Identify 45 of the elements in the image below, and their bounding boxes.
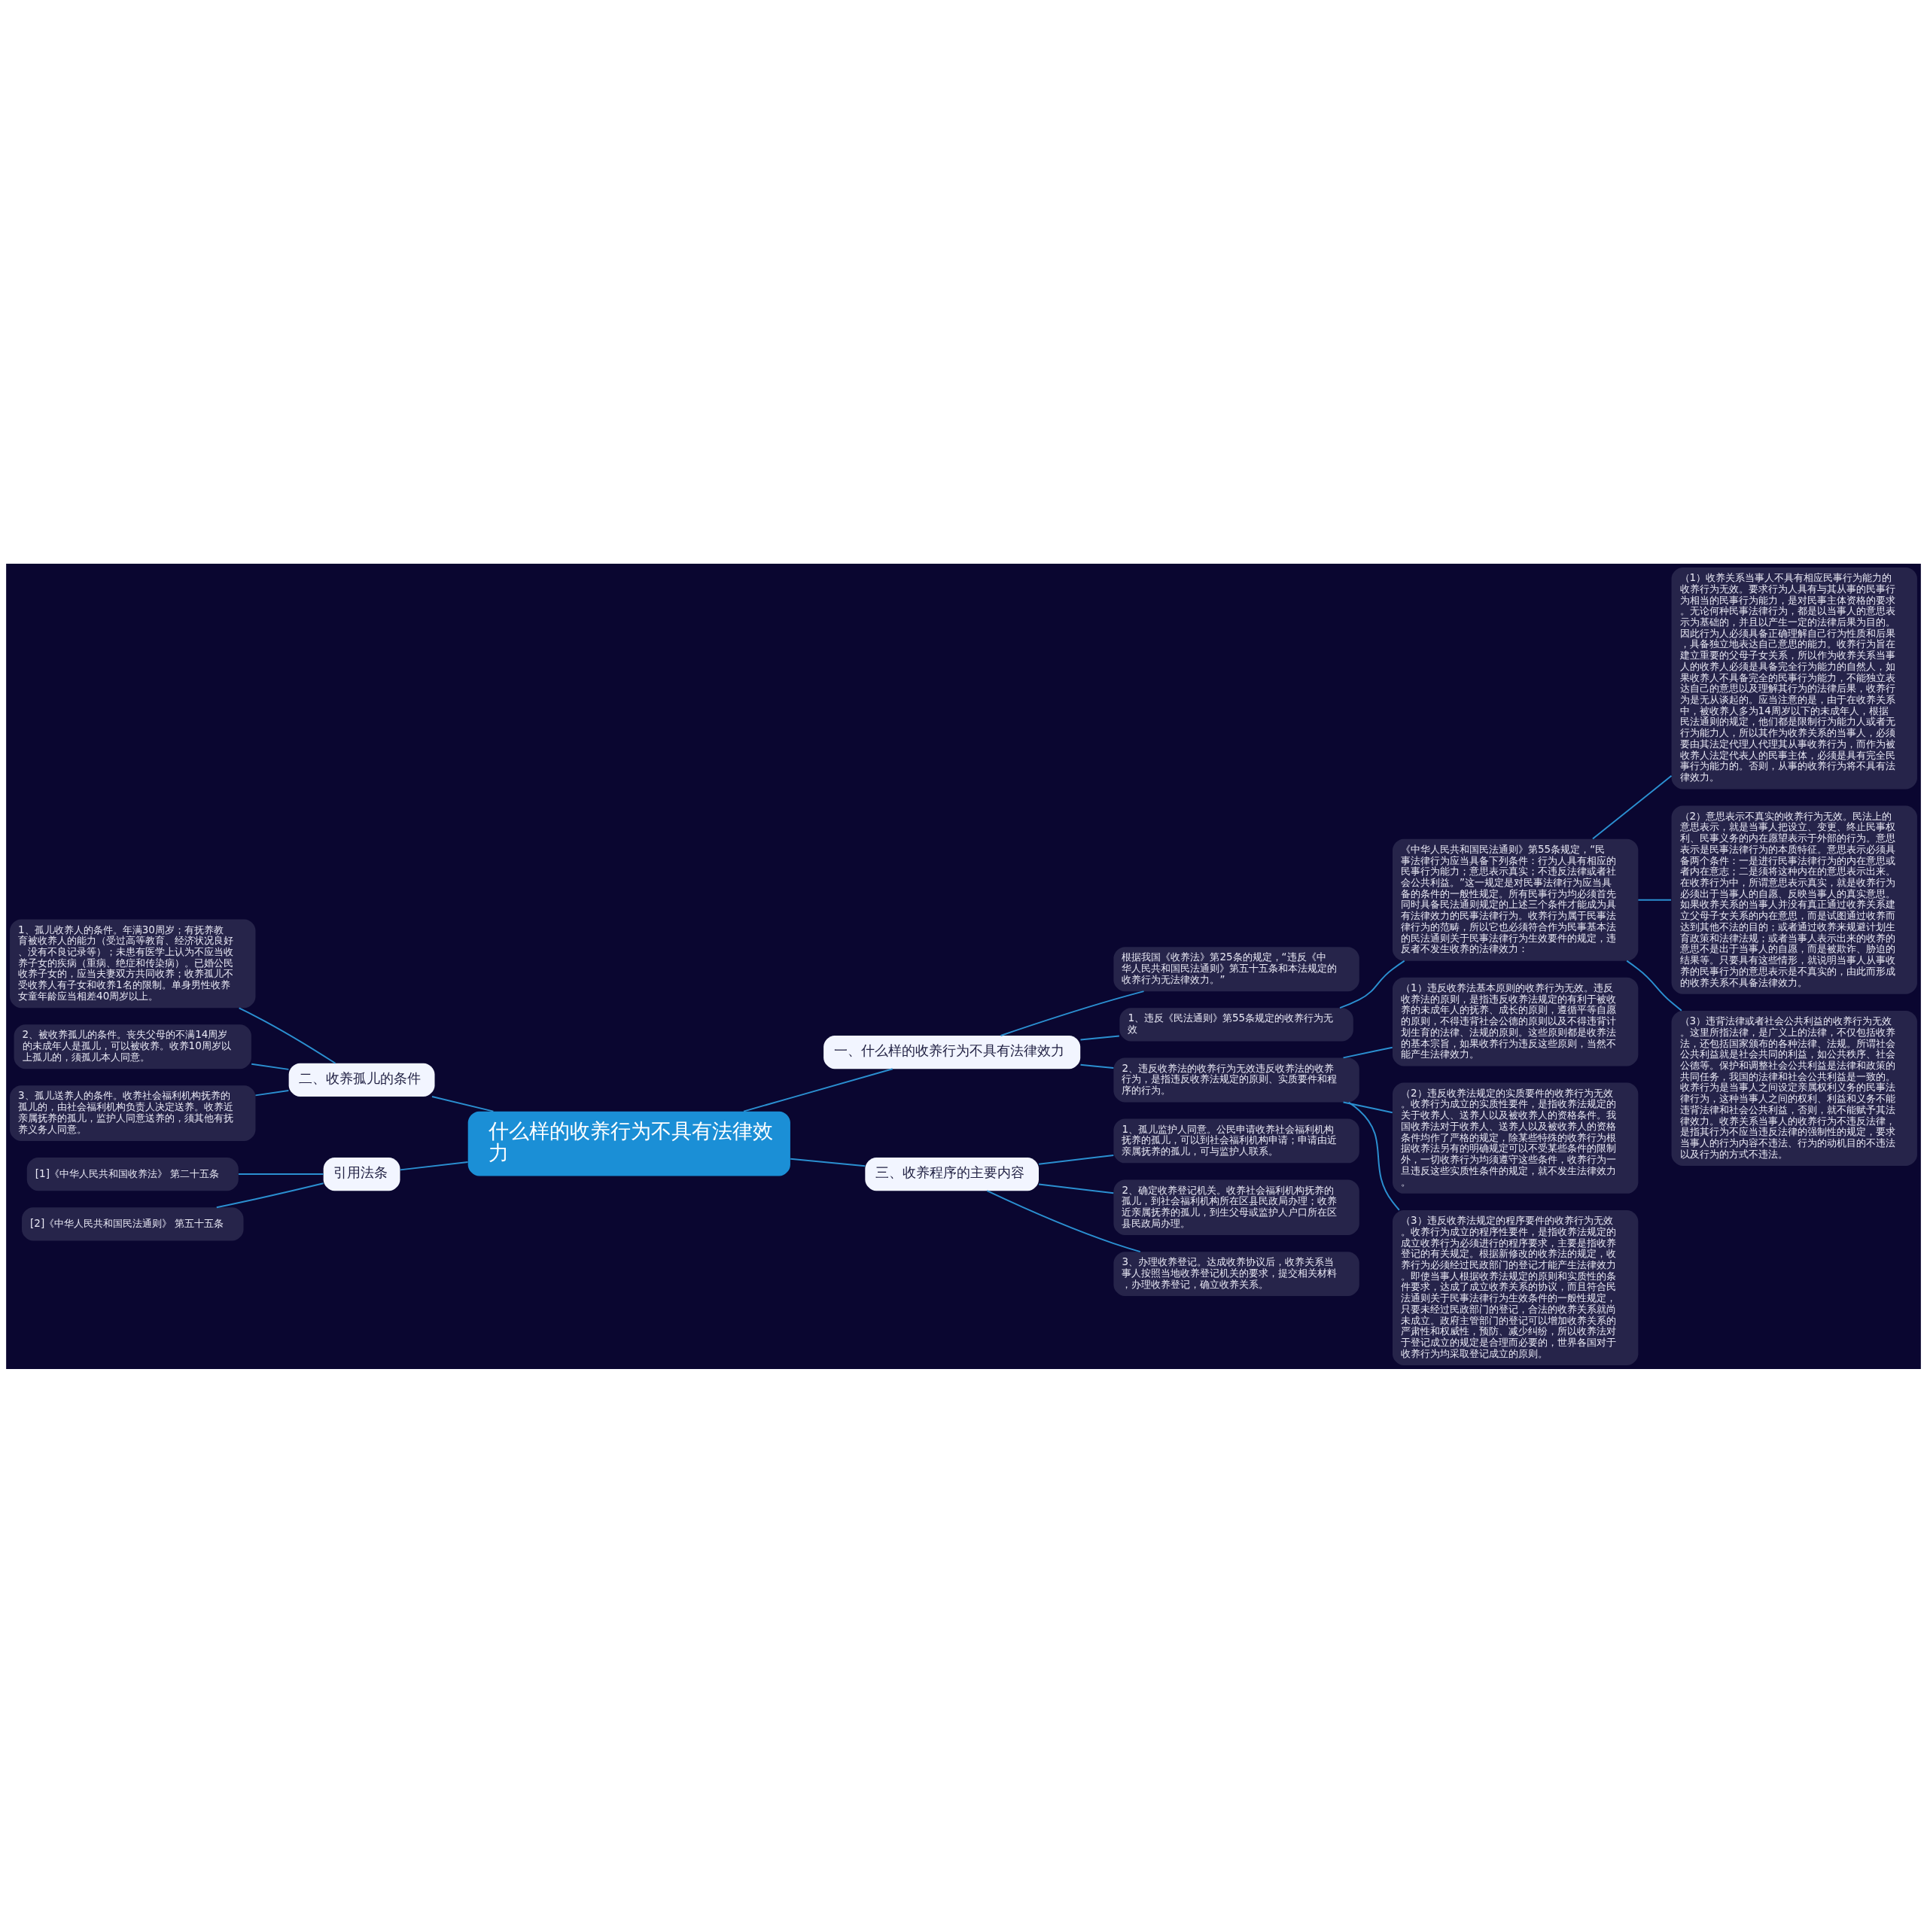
connector: [986, 1189, 1141, 1252]
connector: [1339, 960, 1405, 1009]
node-box: 什么样的收养行为不具有法律效力: [467, 1111, 790, 1176]
connector: [1637, 899, 1672, 901]
connector: [399, 1161, 469, 1170]
connector: [254, 1089, 290, 1096]
node-box: 《中华人民共和国民法通则》第55条规定，“民事法律行为应当具备下列条件：行为人具有相应的民事行为能力；意思表示真实；不违反法律或者社会公共利益。”这一规定是对民事法律行为应当具备的条件的一般性规定。所有民事行为均必须首先同时具备民法通则规定的上述三个条件才能成为具有法律效力的民事法律行为。收养行为属于民事法律行为的范畴，所以它也必须符合作为民事基本法的民法通则关于民事法律行为生效要件的规定，违反者不发生收养的法律效力：: [1392, 838, 1639, 961]
node-box: 1、孤儿收养人的条件。年满30周岁；有抚养教育被收养人的能力（受过高等教育、经济状况良好、没有不良记录等）；未患有医学上认为不应当收养子女的疾病（重病、绝症和传染病）。已婚公民收养子女的，应当夫妻双方共同收养；收养孤儿不受收养人有子女和收养1名的限制。单身男性收养女童年龄应当相差40周岁以上。: [10, 918, 256, 1008]
node-box: 2、确定收养登记机关。收养社会福利机构抚养的孤儿，到社会福利机构所在区县民政局办理；收养近亲属抚养的孤儿，到生父母或监护人户口所在区县民政局办理。: [1113, 1179, 1359, 1235]
node-box: 1、孤儿监护人同意。公民申请收养社会福利机构抚养的孤儿，可以到社会福利机构申请；申请由近亲属抚养的孤儿，可与监护人联系。: [1113, 1118, 1359, 1163]
node-box: 2、被收养孤儿的条件。丧失父母的不满14周岁的未成年人是孤儿，可以被收养。收养10周岁以上孤儿的，须孤儿本人同意。: [14, 1024, 251, 1069]
connector: [1079, 1035, 1120, 1040]
connector: [1592, 774, 1673, 839]
node-box: （1）违反收养法基本原则的收养行为无效。违反收养法的原则，是指违反收养法规定的有利于被收养的未成年人的抚养、成长的原则，遵循平等自愿的原则，不得违背社会公德的原则以及不得违背计划生育的法律、法规的原则。这些原则都是收养法的基本宗旨，如果收养行为违反这些原则，当然不能产生法律效力。: [1392, 977, 1639, 1066]
node-box: [1]《中华人民共和国收养法》 第二十五条: [26, 1157, 239, 1191]
node-box: 3、办理收养登记。达成收养协议后，收养关系当事人按照当地收养登记机关的要求，提交相关材料，办理收养登记，确立收养关系。: [1113, 1251, 1359, 1296]
connector: [1079, 1063, 1115, 1069]
connector: [237, 1173, 324, 1175]
node-box: 引用法条: [323, 1157, 400, 1191]
connector: [1342, 1046, 1393, 1058]
node-box: [2]《中华人民共和国民法通则》 第五十五条: [22, 1206, 244, 1240]
node-box: 3、孤儿送养人的条件。收养社会福利机构抚养的孤儿的，由社会福利机构负责人决定送养。收养近亲属抚养的孤儿，监护人同意送养的，须其他有抚养义务人同意。: [10, 1085, 256, 1141]
connector: [215, 1182, 324, 1208]
node-box: 三、收养程序的主要内容: [865, 1157, 1039, 1191]
node-box: （2）违反收养法规定的实质要件的收养行为无效。收养行为成立的实质性要件，是指收养法规定的关于收养人、送养人以及被收养人的资格条件。我国收养法对于收养人、送养人以及被收养人的资格条件均作了严格的规定，除某些特殊的收养行为根据收养法另有的明确规定可以不受某些条件的限制外，一切收养行为均须遵守这些条件，收养行为一旦违反这些实质性条件的规定，就不发生法律效力。: [1392, 1082, 1639, 1194]
node-box: （3）违背法律或者社会公共利益的收养行为无效。这里所指法律，是广义上的法律，不仅包括收养法，还包括国家颁布的各种法律、法规。所谓社会公共利益就是社会共同的利益，如公共秩序、社会公德等。保护和调整社会公共利益是法律和政策的共同任务，我国的法律和社会公共利益是一致的。收养行为是当事人之间设定亲属权利义务的民事法律行为，这种当事人之间的权利、利益和义务不能违背法律和社会公共利益，否则，就不能赋予其法律效力。收养关系当事人的收养行为不违反法律，是指其行为不应当违反法律的强制性的规定，要求当事人的行为内容不违法、行为的动机目的不违法以及行为的方式不违法。: [1671, 1010, 1917, 1166]
connector: [743, 1067, 893, 1112]
connector: [1347, 1101, 1400, 1211]
connector: [1038, 1183, 1115, 1194]
connector: [238, 1006, 336, 1064]
node-box: 二、收养孤儿的条件: [288, 1063, 435, 1097]
connector: [1626, 960, 1682, 1012]
node-box: 2、违反收养法的收养行为无效违反收养法的收养行为，是指违反收养法规定的原则、实质要件和程序的行为。: [1113, 1057, 1359, 1102]
node-box: （2）意思表示不真实的收养行为无效。民法上的意思表示，就是当事人把设立、变更、终止民事权利、民事义务的内在愿望表示于外部的行为。意思表示是民事法律行为的本质特征。意思表示必须具备两个条件：一是进行民事法律行为的内在意思或者内在意志；二是须将这种内在的意思表示出来。在收养行为中，所谓意思表示真实，就是收养行为必须出于当事人的自愿、反映当事人的真实意思。如果收养关系的当事人并没有真正通过收养关系建立父母子女关系的内在意思，而是试图通过收养而达到其他不法的目的；或者通过收养来规避计划生育政策和法律法规；或者当事人表示出来的收养的意思不是出于当事人的自愿，而是被欺诈、胁迫的结果等。只要具有这些情形，就说明当事人从事收养的民事行为的意思表示是不真实的，由此而形成的收养关系不具备法律效力。: [1671, 805, 1917, 994]
connector: [1038, 1154, 1115, 1165]
connector: [251, 1063, 290, 1070]
connector: [1000, 990, 1145, 1036]
node-box: 根据我国《收养法》第25条的规定，“违反《中华人民共和国民法通则》第五十五条和本法规定的收养行为无法律效力。”: [1113, 946, 1359, 991]
connector: [1342, 1101, 1393, 1113]
node-box: （3）违反收养法规定的程序要件的收养行为无效。收养行为成立的程序性要件，是指收养法规定的成立收养行为必须进行的程序要求，主要是指收养登记的有关规定。根据新修改的收养法的规定，收养行为必须经过民政部门的登记才能产生法律效力。即使当事人根据收养法规定的原则和实质性的条件要求，达成了成立收养关系的协议，而且符合民法通则关于民事法律行为生效条件的一般性规定，只要未经过民政部门的登记，合法的收养关系就尚未成立。政府主管部门的登记可以增加收养关系的严肃性和权威性，预防、减少纠纷，所以收养法对于登记成立的规定是合理而必要的，世界各国对于收养行为均采取登记成立的原则。: [1392, 1209, 1639, 1365]
node-box: 一、什么样的收养行为不具有法律效力: [823, 1035, 1081, 1069]
node-box: （1）收养关系当事人不具有相应民事行为能力的收养行为无效。要求行为人具有与其从事的民事行为相当的民事行为能力，是对民事主体资格的要求。无论何种民事法律行为，都是以当事人的意思表示为基础的，并且以产生一定的法律后果为目的。因此行为人必须具备正确理解自己行为性质和后果，具备独立地表达自己意思的能力。收养行为旨在建立重要的父母子女关系，所以作为收养关系当事人的收养人必须是具备完全行为能力的自然人，如果收养人不具备完全的民事行为能力，不能独立表达自己的意思以及理解其行为的法律后果，收养行为是无从谈起的。应当注意的是，由于在收养关系中，被收养人多为14周岁以下的未成年人，根据民法通则的规定，他们都是限制行为能力人或者无行为能力人，所以其作为收养关系的当事人，必须要由其法定代理人代理其从事收养行为，而作为被收养人法定代表人的民事主体，必须是具有完全民事行为能力的。否则，从事的收养行为将不具有法律效力。: [1671, 567, 1917, 789]
node-box: 1、违反《民法通则》第55条规定的收养行为无效: [1119, 1007, 1353, 1041]
connector: [431, 1095, 495, 1112]
connector: [790, 1158, 866, 1167]
